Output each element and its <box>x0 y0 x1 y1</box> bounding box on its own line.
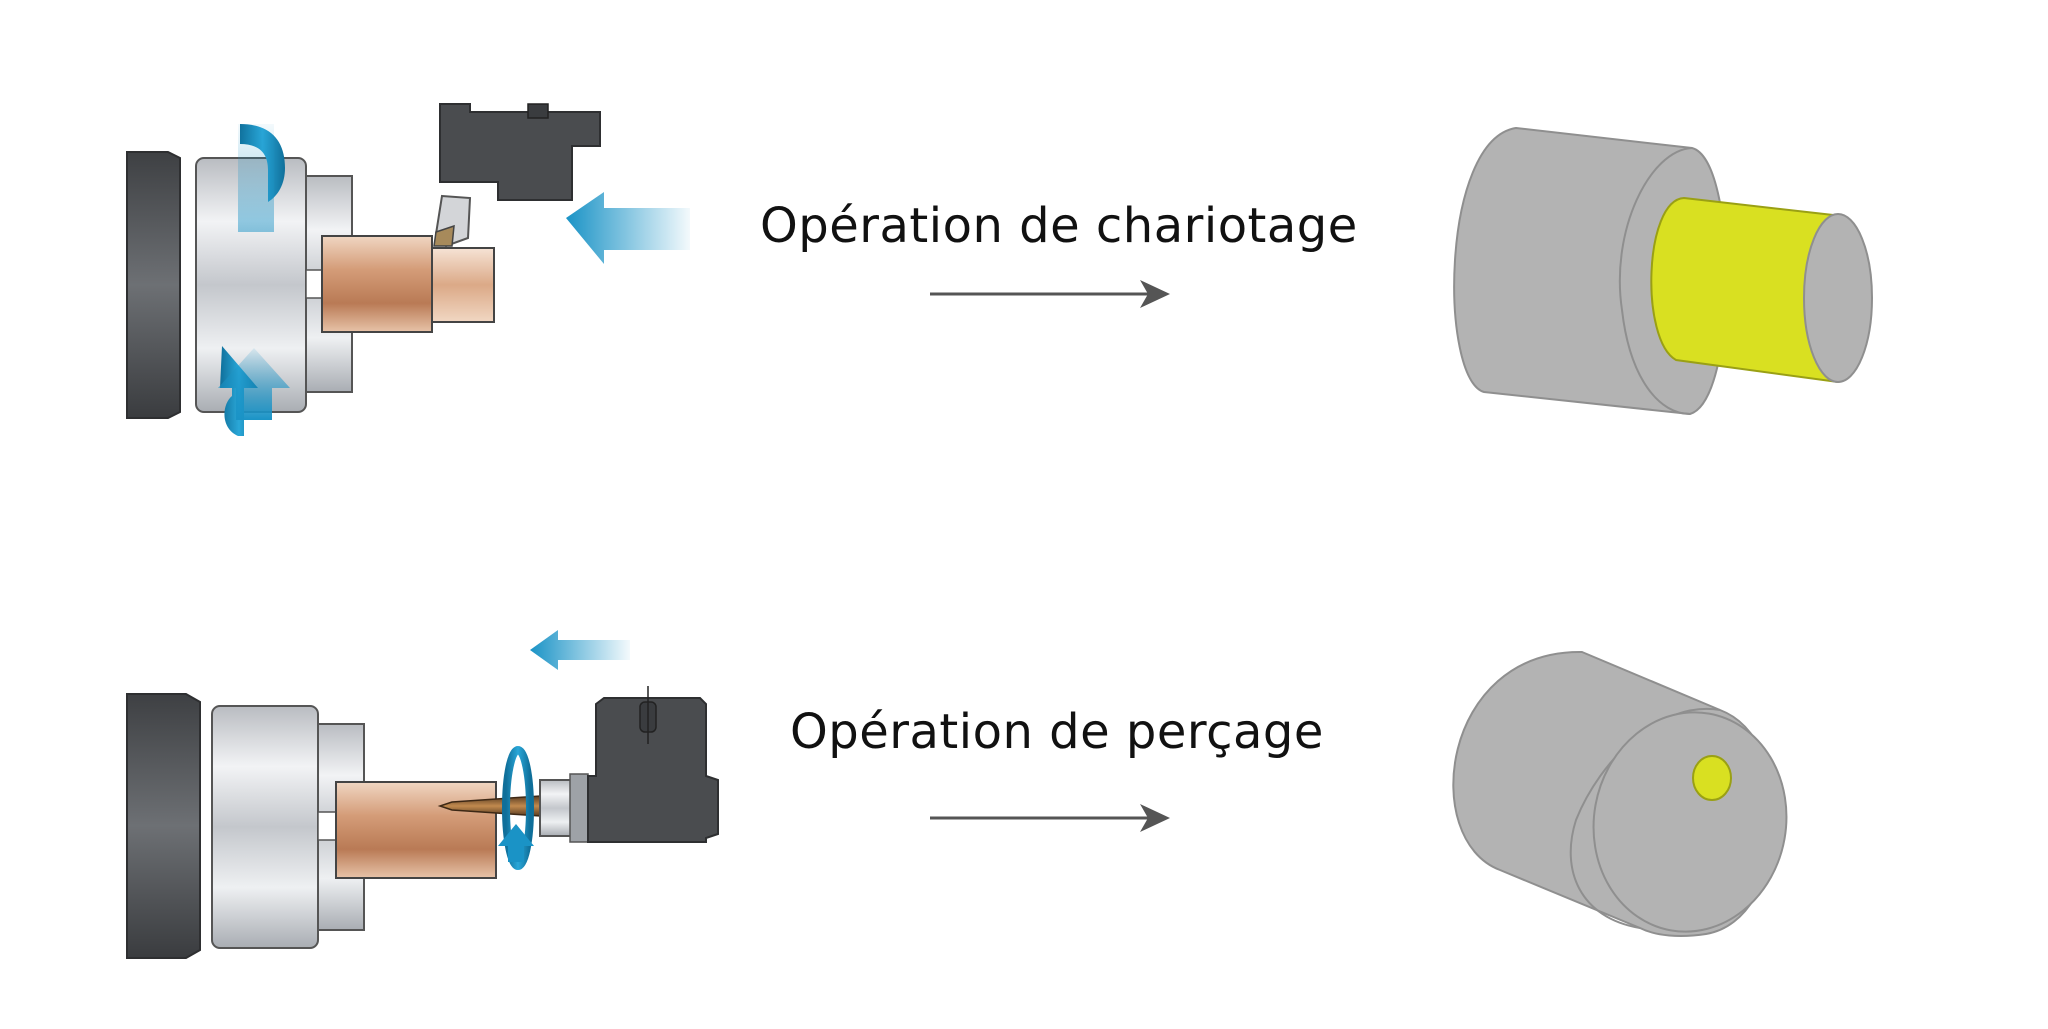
drill-head-housing <box>587 697 719 843</box>
operation-label-chariotage: Opération de chariotage <box>760 198 1358 254</box>
part-face <box>1618 147 1693 415</box>
left-feed-arrow-icon <box>530 630 630 670</box>
turned-part-result <box>1453 126 1873 416</box>
operation-label-percage: Opération de perçage <box>790 704 1324 760</box>
flow-arrow-2 <box>930 804 1170 832</box>
tool-holder <box>439 103 601 201</box>
part-front-face <box>1592 711 1788 933</box>
right-arrow-icon <box>1140 280 1170 308</box>
spindle-flange <box>126 151 181 419</box>
left-feed-arrow-icon <box>566 192 690 264</box>
workpiece-turned-section <box>431 247 495 323</box>
turned-end-face <box>1803 213 1873 383</box>
spindle-flange <box>126 693 201 959</box>
drilling-machine-illustration <box>126 630 719 959</box>
feed-up-arrow-icon <box>218 348 290 420</box>
feed-up-arrow-icon <box>498 824 534 862</box>
drilled-hole-highlight <box>1692 755 1732 801</box>
workpiece <box>321 235 433 333</box>
chuck-jaw-slot <box>317 811 337 841</box>
drill-bit <box>437 795 541 817</box>
flow-arrow-1 <box>930 280 1170 308</box>
rotation-arrow-icon <box>502 746 534 870</box>
collet-nut <box>569 773 589 843</box>
tool-holder-screw <box>527 103 549 119</box>
right-arrow-icon <box>1140 804 1170 832</box>
chuck-body <box>211 705 319 949</box>
drilled-part-result <box>1452 650 1788 937</box>
turning-machine-illustration <box>126 103 690 436</box>
workpiece <box>335 781 497 879</box>
rotation-arrow-tail <box>238 124 274 232</box>
cutting-tip <box>433 224 455 247</box>
